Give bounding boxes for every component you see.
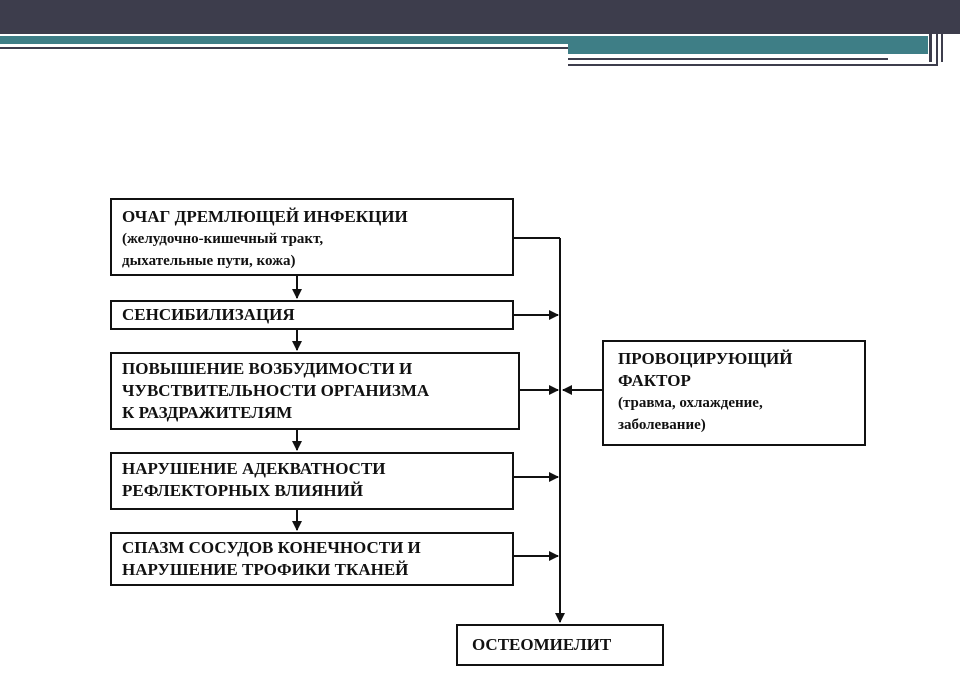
node-provoking-factor-detail-2: заболевание) [618, 417, 706, 433]
node-reflex-adequacy: НАРУШЕНИЕ АДЕКВАТНОСТИ РЕФЛЕКТОРНЫХ ВЛИЯ… [110, 452, 514, 510]
node-infection-focus-detail-2: дыхательные пути, кожа) [122, 253, 296, 269]
node-vessel-spasm-line-2: НАРУШЕНИЕ ТРОФИКИ ТКАНЕЙ [122, 560, 409, 579]
header-line-right [568, 58, 888, 60]
node-vessel-spasm: СПАЗМ СОСУДОВ КОНЕЧНОСТИ И НАРУШЕНИЕ ТРО… [110, 532, 514, 586]
node-excitability-line-2: ЧУВСТВИТЕЛЬНОСТИ ОРГАНИЗМА [122, 381, 430, 400]
header-teal-band-right [568, 36, 928, 54]
node-excitability-line-1: ПОВЫШЕНИЕ ВОЗБУДИМОСТИ И [122, 359, 413, 378]
node-infection-focus-detail-1: (желудочно-кишечный тракт, [122, 231, 324, 247]
header-vertical-rule-1 [929, 0, 932, 62]
node-sensitization: СЕНСИБИЛИЗАЦИЯ [110, 300, 514, 330]
header-line-left [0, 47, 568, 49]
node-provoking-factor-title-1: ПРОВОЦИРУЮЩИЙ [618, 349, 793, 368]
node-vessel-spasm-line-1: СПАЗМ СОСУДОВ КОНЕЧНОСТИ И [122, 538, 421, 557]
header-vertical-rule-3 [941, 0, 943, 62]
header-teal-band-left [0, 36, 568, 44]
node-excitability-line-3: К РАЗДРАЖИТЕЛЯМ [122, 403, 293, 422]
node-provoking-factor-detail-1: (травма, охлаждение, [618, 395, 763, 411]
header-line-right-lower [568, 64, 938, 66]
header-bar [0, 0, 960, 34]
node-osteomyelitis: ОСТЕОМИЕЛИТ [456, 624, 664, 666]
node-reflex-adequacy-line-2: РЕФЛЕКТОРНЫХ ВЛИЯНИЙ [122, 481, 364, 500]
node-infection-focus: ОЧАГ ДРЕМЛЮЩЕЙ ИНФЕКЦИИ (желудочно-кишеч… [110, 198, 514, 276]
node-provoking-factor: ПРОВОЦИРУЮЩИЙ ФАКТОР (травма, охлаждение… [602, 340, 866, 446]
node-infection-focus-title: ОЧАГ ДРЕМЛЮЩЕЙ ИНФЕКЦИИ [122, 207, 408, 226]
header-vertical-rule-2 [936, 0, 938, 66]
node-excitability: ПОВЫШЕНИЕ ВОЗБУДИМОСТИ И ЧУВСТВИТЕЛЬНОСТ… [110, 352, 520, 430]
node-osteomyelitis-title: ОСТЕОМИЕЛИТ [472, 635, 612, 654]
node-provoking-factor-title-2: ФАКТОР [618, 371, 691, 390]
node-reflex-adequacy-line-1: НАРУШЕНИЕ АДЕКВАТНОСТИ [122, 459, 386, 478]
node-sensitization-title: СЕНСИБИЛИЗАЦИЯ [122, 305, 295, 324]
